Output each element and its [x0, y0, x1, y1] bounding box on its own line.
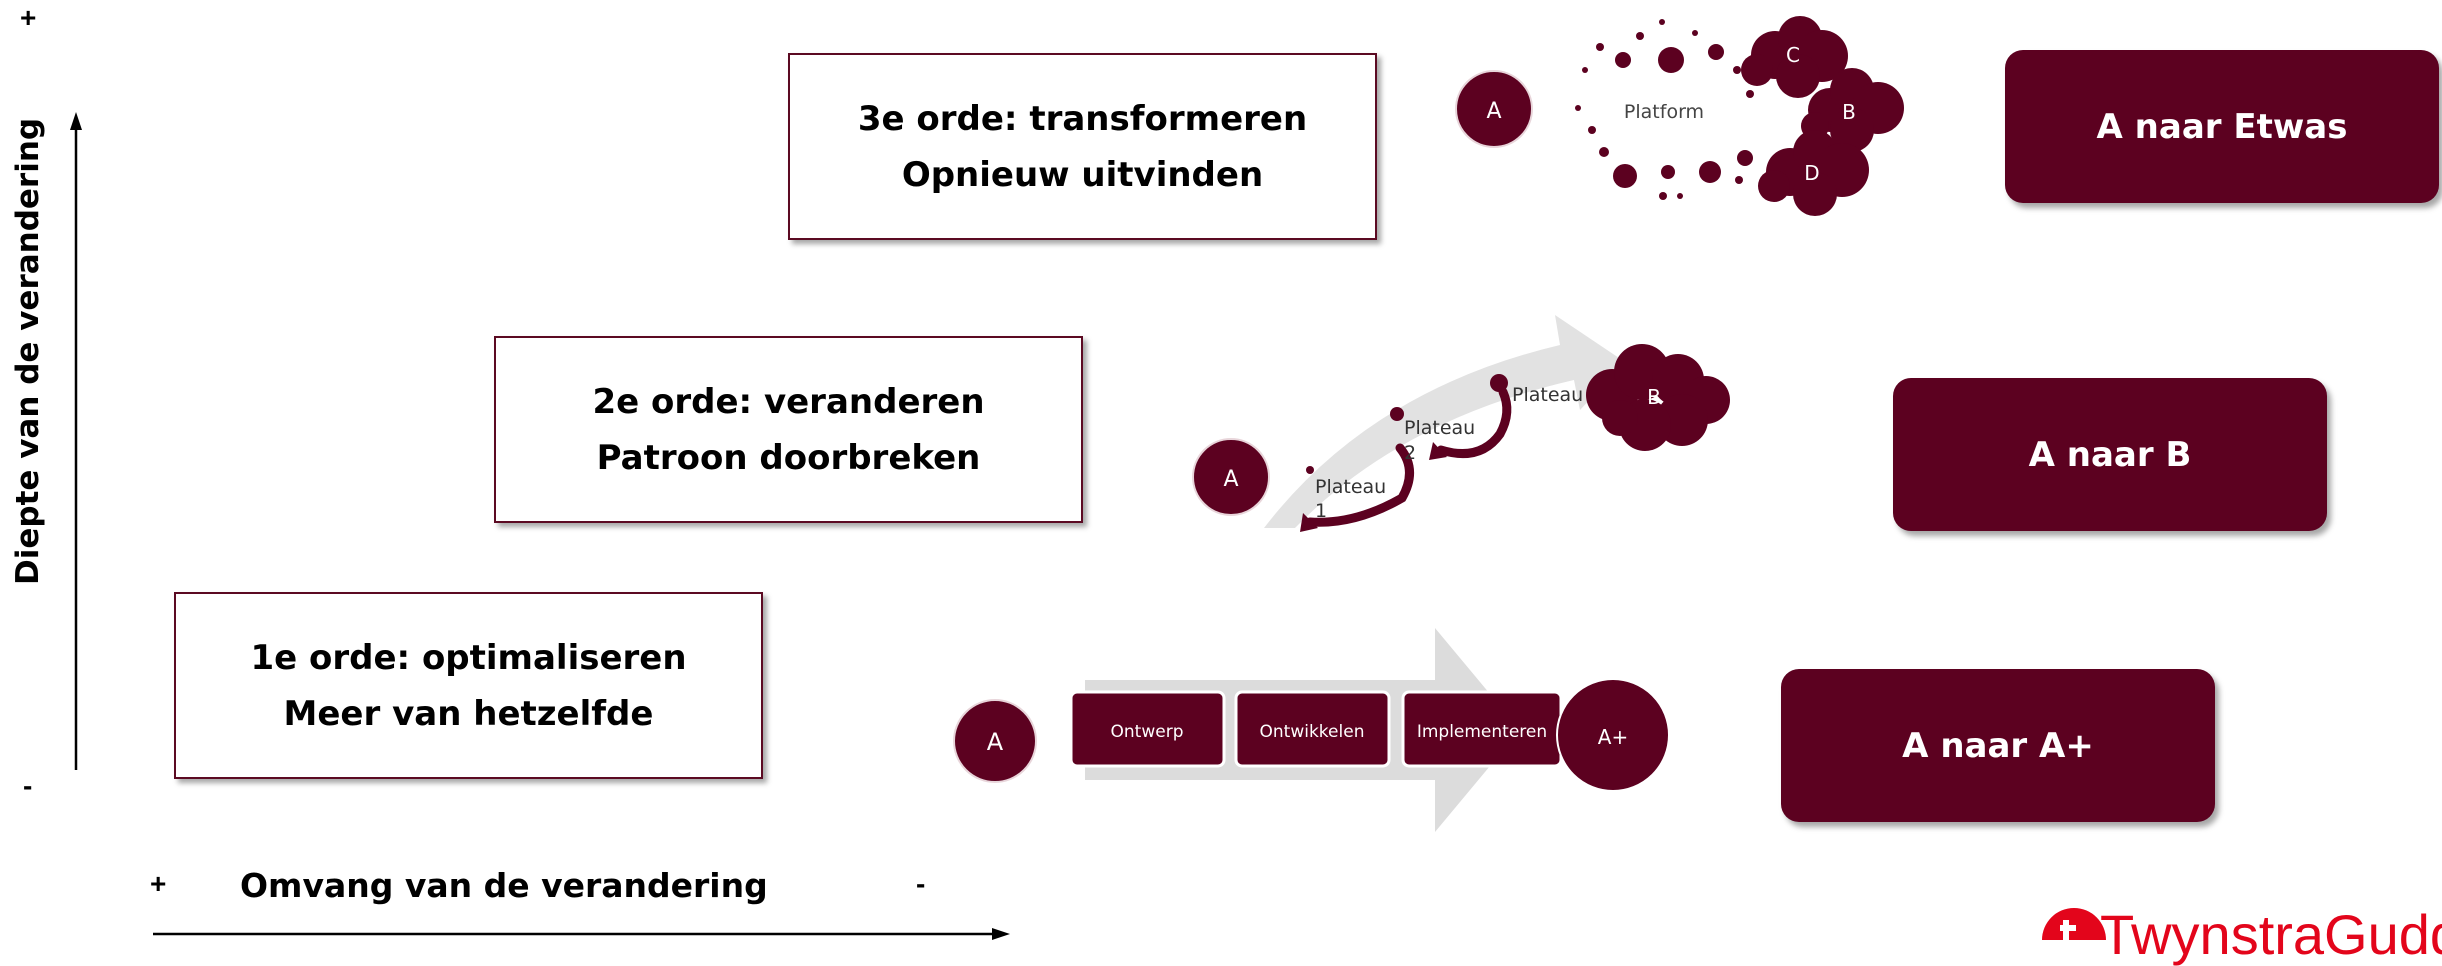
cloud-b-label: B	[1647, 385, 1661, 409]
logo-mark	[2042, 908, 2106, 940]
cloud-c-label: C	[1786, 43, 1800, 67]
third-order-subtitle: Opnieuw uitvinden	[901, 154, 1264, 195]
step-ontwikkelen	[1234, 690, 1391, 768]
plateau-3-label: Plateau	[1512, 384, 1583, 406]
y-axis-minus: -	[23, 770, 33, 801]
start-node	[1455, 70, 1533, 148]
cloud-d-label: D	[1804, 161, 1819, 185]
cloud-d	[1758, 130, 1869, 216]
result-a-naar-a-plus-label: A naar A+	[1902, 725, 2094, 766]
start-node-label: A	[1486, 99, 1501, 124]
second-order-box: 2e orde: veranderen Patroon doorbreken	[494, 336, 1083, 523]
second-order-illustration: A Plateau 1 Plateau 2 Plateau B	[1192, 315, 1730, 532]
start-node-label: A	[1223, 467, 1238, 492]
x-axis-minus: -	[916, 868, 926, 899]
second-order-title: 2e orde: veranderen	[592, 381, 985, 422]
platform-label: Platform	[1624, 101, 1704, 123]
plateau-2-number: 2	[1404, 442, 1416, 464]
result-a-naar-etwas-label: A naar Etwas	[2096, 106, 2348, 147]
result-a-naar-a-plus: A naar A+	[1781, 669, 2215, 822]
start-node-label: A	[987, 728, 1004, 756]
result-a-naar-b: A naar B	[1893, 378, 2327, 531]
cloud-b	[1586, 344, 1730, 451]
y-axis-plus: +	[20, 2, 37, 33]
axes-lines	[70, 112, 1010, 940]
third-order-illustration: Platform A C B D	[1455, 16, 1904, 216]
result-a-naar-b-label: A naar B	[2028, 434, 2192, 475]
step-implementeren-label: Implementeren	[1417, 722, 1547, 742]
plateau-2-label: Plateau	[1404, 417, 1475, 439]
y-axis-label: Diepte van de verandering	[10, 117, 46, 585]
platform-dots	[1575, 19, 1754, 200]
end-node-label: A+	[1598, 725, 1628, 749]
start-node	[953, 699, 1037, 783]
result-a-naar-etwas: A naar Etwas	[2005, 50, 2439, 203]
cloud-b	[1801, 68, 1904, 152]
first-order-illustration: A Ontwerp Ontwikkelen Implementeren A+	[953, 628, 1670, 832]
plateau-1-label: Plateau	[1315, 476, 1386, 498]
first-order-box: 1e orde: optimaliseren Meer van hetzelfd…	[174, 592, 763, 779]
end-node	[1556, 678, 1670, 792]
plateau-1-number: 1	[1315, 500, 1327, 522]
x-axis-label: Omvang van de verandering	[240, 866, 768, 905]
third-order-title: 3e orde: transformeren	[857, 98, 1308, 139]
step-ontwerp	[1069, 690, 1226, 768]
growth-arrow	[1264, 315, 1625, 528]
step-ontwikkelen-label: Ontwikkelen	[1260, 722, 1365, 742]
third-order-box: 3e orde: transformeren Opnieuw uitvinden	[788, 53, 1377, 240]
cloud-b-label: B	[1842, 100, 1856, 124]
cloud-c	[1741, 16, 1848, 98]
logo-text: TwynstraGudde	[2100, 903, 2442, 966]
start-node	[1192, 438, 1270, 516]
second-order-subtitle: Patroon doorbreken	[596, 437, 981, 478]
x-axis-plus: +	[150, 868, 167, 899]
first-order-subtitle: Meer van hetzelfde	[283, 693, 654, 734]
first-order-title: 1e orde: optimaliseren	[250, 637, 687, 678]
step-ontwerp-label: Ontwerp	[1111, 722, 1184, 742]
